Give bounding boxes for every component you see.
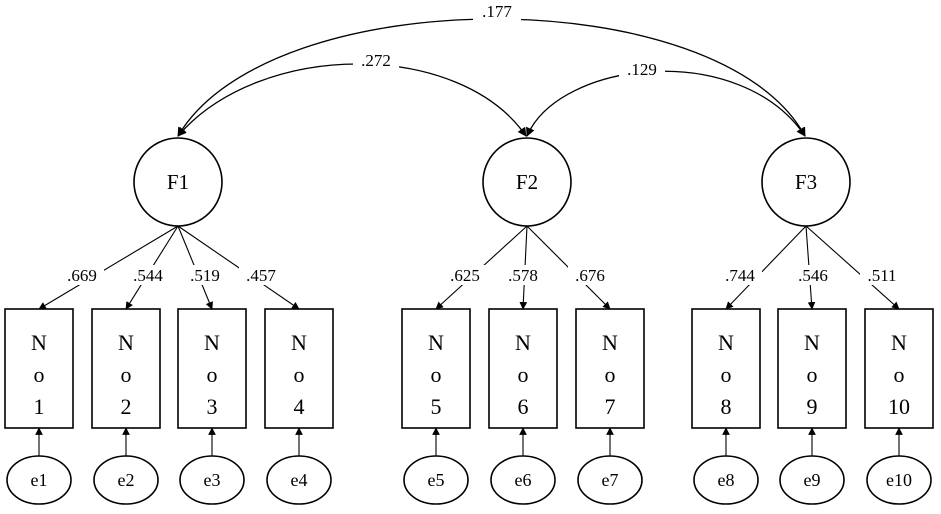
loading-arrow	[38, 225, 179, 310]
indicator-box	[91, 308, 161, 429]
indicator-text: o	[518, 362, 529, 387]
indicator-text: o	[207, 362, 218, 387]
indicator-box	[177, 308, 247, 429]
loading-label-mask	[501, 265, 545, 285]
loading-arrow	[725, 225, 807, 310]
indicator-text: o	[34, 362, 45, 387]
indicator-text: 6	[518, 394, 529, 419]
loading-label-mask	[718, 265, 762, 285]
loading-label-mask	[443, 265, 487, 285]
indicator-text: N	[718, 330, 734, 355]
loading-label-mask	[860, 265, 904, 285]
factor-label: F3	[795, 170, 817, 194]
indicator-text: 10	[888, 394, 910, 419]
factor-f1-node	[133, 137, 223, 227]
error-label: e3	[204, 470, 221, 490]
indicator-box	[691, 308, 761, 429]
correlation-label: .129	[627, 60, 657, 79]
indicator-text: o	[807, 362, 818, 387]
error-label: e8	[718, 470, 735, 490]
error-label: e10	[886, 470, 912, 490]
indicator-box	[575, 308, 645, 429]
indicator-text: N	[118, 330, 134, 355]
indicator-text: 2	[121, 394, 132, 419]
loading-label-mask	[239, 265, 283, 285]
error-label: e2	[118, 470, 135, 490]
correlation-label-mask	[619, 59, 665, 79]
loading-label: .511	[867, 266, 896, 285]
error-node	[866, 455, 932, 505]
loading-label-mask	[60, 265, 104, 285]
indicator-text: N	[31, 330, 47, 355]
loading-label-mask	[568, 265, 612, 285]
loading-label-mask	[791, 265, 835, 285]
error-node	[266, 455, 332, 505]
indicator-box	[401, 308, 471, 429]
error-label: e9	[804, 470, 821, 490]
error-node	[179, 455, 245, 505]
correlation-arrow-f1-f2	[177, 63, 527, 137]
error-node	[779, 455, 845, 505]
indicator-text: N	[428, 330, 444, 355]
indicator-box	[777, 308, 847, 429]
indicator-box	[864, 308, 934, 429]
indicator-box	[488, 308, 558, 429]
loading-label: .669	[67, 266, 97, 285]
correlation-label: .177	[482, 2, 512, 21]
correlation-arrow-f3-f2	[526, 70, 806, 137]
indicator-text: 8	[721, 394, 732, 419]
indicator-text: o	[605, 362, 616, 387]
indicator-text: 3	[207, 394, 218, 419]
factor-f3-node	[761, 137, 851, 227]
correlation-label-mask	[353, 50, 399, 70]
loading-label: .676	[575, 266, 605, 285]
indicator-text: N	[515, 330, 531, 355]
indicator-text: o	[121, 362, 132, 387]
loading-arrow	[177, 225, 300, 310]
error-label: e4	[291, 470, 308, 490]
indicator-text: o	[894, 362, 905, 387]
indicator-text: o	[721, 362, 732, 387]
loading-label-mask	[183, 265, 227, 285]
error-label: e1	[31, 470, 48, 490]
indicator-text: N	[291, 330, 307, 355]
correlation-label: .272	[361, 51, 391, 70]
error-label: e6	[515, 470, 532, 490]
loading-label: .578	[508, 266, 538, 285]
loading-arrow	[805, 225, 900, 310]
error-label: e7	[602, 470, 619, 490]
loading-label: .744	[725, 266, 755, 285]
error-node	[577, 455, 643, 505]
loading-label: .457	[246, 266, 276, 285]
indicator-text: o	[294, 362, 305, 387]
error-node	[403, 455, 469, 505]
error-node	[490, 455, 556, 505]
indicator-text: o	[431, 362, 442, 387]
indicator-text: 5	[431, 394, 442, 419]
loading-label-mask	[126, 265, 170, 285]
loading-label: .519	[190, 266, 220, 285]
indicator-text: N	[804, 330, 820, 355]
indicator-box	[4, 308, 74, 429]
factor-label: F1	[167, 170, 189, 194]
correlation-label-mask	[473, 1, 521, 21]
indicator-text: 1	[34, 394, 45, 419]
loading-label: .546	[798, 266, 828, 285]
indicator-text: N	[204, 330, 220, 355]
indicator-text: 7	[605, 394, 616, 419]
indicator-text: 9	[807, 394, 818, 419]
indicator-text: 4	[294, 394, 305, 419]
indicator-text: N	[602, 330, 618, 355]
factor-label: F2	[516, 170, 538, 194]
error-node	[6, 455, 72, 505]
loading-label: .625	[450, 266, 480, 285]
indicator-text: N	[891, 330, 907, 355]
error-node	[693, 455, 759, 505]
factor-f2-node	[482, 137, 572, 227]
indicator-box	[264, 308, 334, 429]
loading-label: .544	[133, 266, 163, 285]
error-node	[93, 455, 159, 505]
error-label: e5	[428, 470, 445, 490]
